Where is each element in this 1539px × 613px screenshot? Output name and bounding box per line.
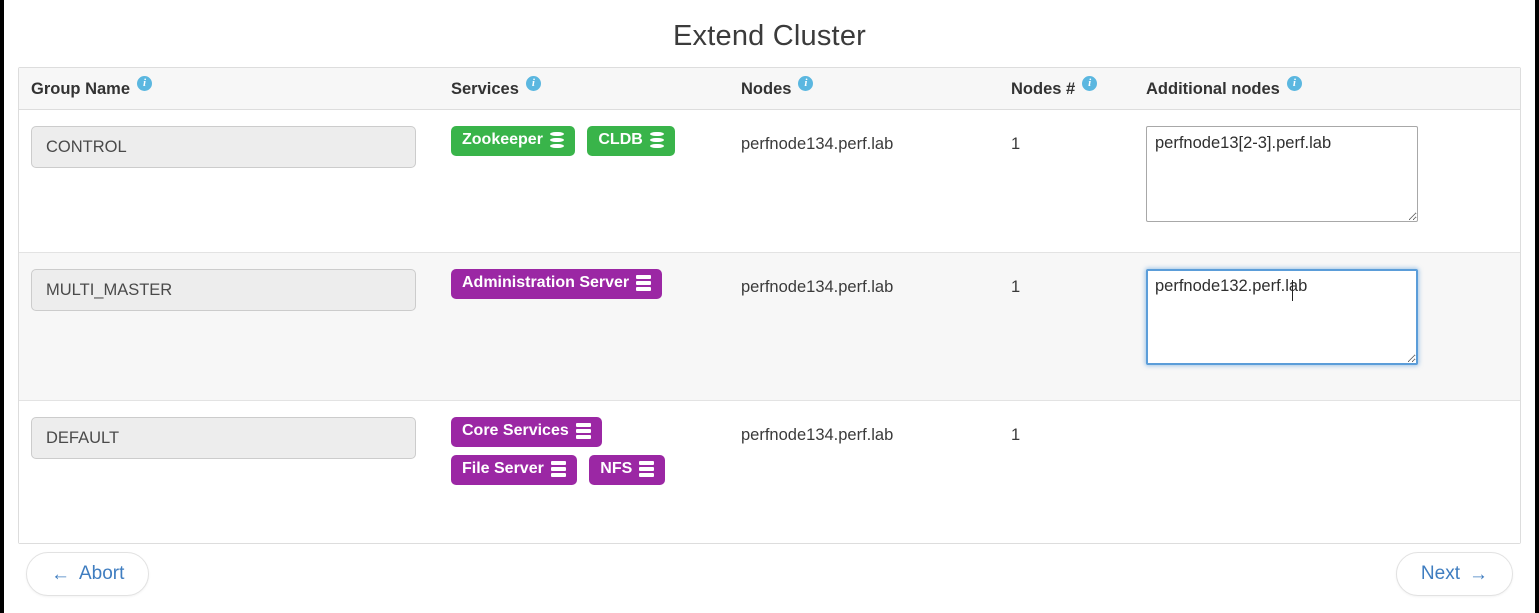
additional-nodes-textarea[interactable] bbox=[1146, 269, 1418, 365]
column-header-group-name: Group Name i bbox=[19, 68, 439, 110]
next-button[interactable]: Next → bbox=[1395, 552, 1513, 596]
cell-additional-nodes bbox=[1134, 109, 1520, 253]
nodes-count-value: 1 bbox=[1011, 135, 1021, 153]
group-name-input[interactable] bbox=[31, 269, 416, 311]
info-icon[interactable]: i bbox=[1286, 76, 1302, 91]
abort-button-label: Abort bbox=[79, 563, 125, 584]
additional-nodes-field-wrapper bbox=[1146, 269, 1418, 365]
info-icon[interactable]: i bbox=[525, 76, 541, 91]
service-badge[interactable]: Administration Server bbox=[451, 269, 663, 299]
cell-nodes: perfnode134.perf.lab bbox=[729, 252, 999, 401]
cell-group-name bbox=[19, 252, 439, 401]
service-badge-label: CLDB bbox=[598, 131, 643, 148]
arrow-left-icon: ← bbox=[51, 563, 70, 585]
cell-nodes-count: 1 bbox=[999, 109, 1134, 253]
next-button-label: Next bbox=[1420, 563, 1460, 584]
footer-actions: ← Abort Next → bbox=[4, 549, 1535, 599]
cell-nodes-count: 1 bbox=[999, 252, 1134, 401]
group-name-input[interactable] bbox=[31, 417, 416, 459]
column-header-group-name-label: Group Name bbox=[31, 80, 131, 98]
text-cursor bbox=[1292, 280, 1293, 301]
service-badge[interactable]: Core Services bbox=[451, 417, 602, 447]
database-stack-icon bbox=[549, 132, 564, 149]
cell-services: Zookeeper CLDB bbox=[439, 109, 729, 253]
column-header-nodes-label: Nodes bbox=[741, 80, 792, 98]
additional-nodes-textarea[interactable] bbox=[1146, 126, 1418, 222]
cell-services: Core Services File Server NFS bbox=[439, 400, 729, 543]
cell-nodes-count: 1 bbox=[999, 400, 1134, 543]
info-icon[interactable]: i bbox=[798, 76, 814, 91]
cell-nodes: perfnode134.perf.lab bbox=[729, 400, 999, 543]
service-badge-label: File Server bbox=[462, 459, 544, 477]
database-stack-icon bbox=[649, 132, 664, 149]
cell-group-name bbox=[19, 109, 439, 253]
column-header-additional-nodes-label: Additional nodes bbox=[1146, 80, 1280, 98]
service-badge-list: Zookeeper CLDB bbox=[451, 126, 717, 164]
column-header-nodes-count-label: Nodes # bbox=[1011, 80, 1076, 98]
cell-additional-nodes bbox=[1134, 400, 1520, 543]
page-title: Extend Cluster bbox=[673, 20, 866, 52]
service-badge-list: Core Services File Server NFS bbox=[451, 417, 717, 493]
arrow-right-icon: → bbox=[1469, 563, 1488, 585]
nodes-value: perfnode134.perf.lab bbox=[741, 135, 894, 153]
column-header-additional-nodes: Additional nodes i bbox=[1134, 68, 1520, 110]
service-badge[interactable]: NFS bbox=[589, 454, 666, 485]
server-rack-icon bbox=[575, 423, 591, 440]
table-row: Core Services File Server NFS perfnode13… bbox=[19, 400, 1520, 543]
table-row: Zookeeper CLDB perfnode134.perf.lab 1 bbox=[19, 109, 1520, 253]
service-badge[interactable]: Zookeeper bbox=[451, 126, 575, 156]
column-header-services: Services i bbox=[439, 68, 729, 110]
cell-additional-nodes bbox=[1134, 252, 1520, 401]
cell-nodes: perfnode134.perf.lab bbox=[729, 109, 999, 253]
server-rack-icon bbox=[550, 461, 566, 478]
server-rack-icon bbox=[639, 461, 655, 478]
info-icon[interactable]: i bbox=[1082, 76, 1098, 91]
cell-group-name bbox=[19, 400, 439, 543]
table-row: Administration Server perfnode134.perf.l… bbox=[19, 252, 1520, 401]
abort-button[interactable]: ← Abort bbox=[26, 552, 150, 596]
column-header-nodes-count: Nodes # i bbox=[999, 68, 1134, 110]
nodes-count-value: 1 bbox=[1011, 426, 1021, 444]
service-badge[interactable]: CLDB bbox=[587, 126, 675, 156]
nodes-value: perfnode134.perf.lab bbox=[741, 426, 894, 444]
service-badge-label: NFS bbox=[600, 459, 633, 477]
service-badge-label: Administration Server bbox=[462, 274, 630, 291]
server-rack-icon bbox=[636, 275, 652, 292]
service-badge-label: Zookeeper bbox=[462, 131, 543, 148]
column-header-services-label: Services bbox=[451, 80, 519, 98]
table-body: Zookeeper CLDB perfnode134.perf.lab 1 bbox=[19, 109, 1520, 543]
info-icon[interactable]: i bbox=[137, 76, 153, 91]
nodes-count-value: 1 bbox=[1011, 278, 1021, 296]
nodes-value: perfnode134.perf.lab bbox=[741, 278, 894, 296]
service-badge-label: Core Services bbox=[462, 422, 569, 439]
cell-services: Administration Server bbox=[439, 252, 729, 401]
group-name-input[interactable] bbox=[31, 126, 416, 168]
service-badge-list: Administration Server bbox=[451, 269, 717, 307]
service-badge[interactable]: File Server bbox=[451, 454, 577, 485]
